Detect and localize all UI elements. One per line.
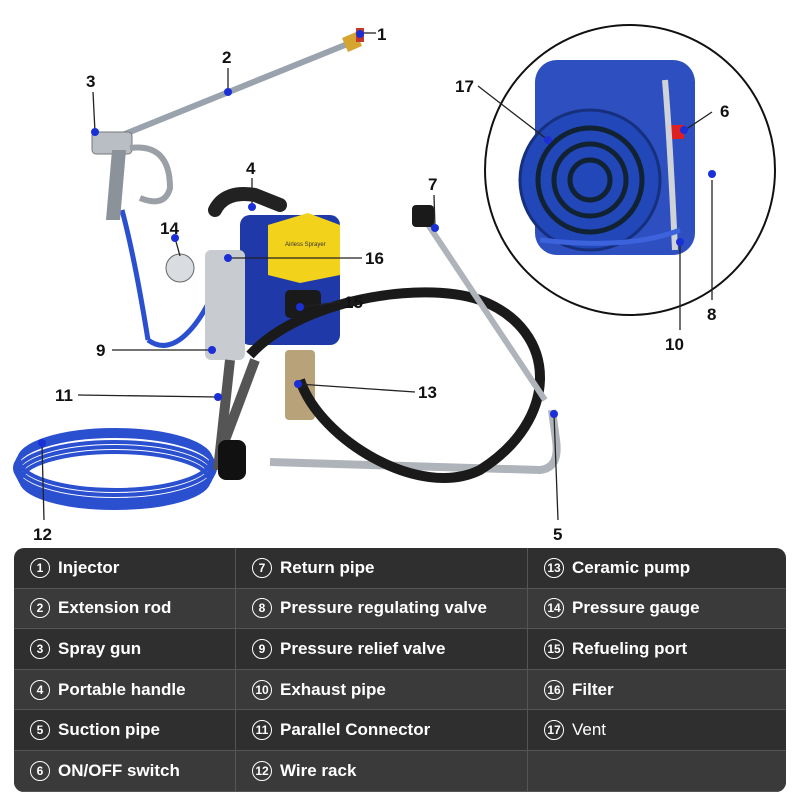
legend-empty-cell <box>528 750 786 792</box>
callout-3: 3 <box>86 72 95 91</box>
black-hose <box>246 287 545 483</box>
callout-2: 2 <box>222 48 231 67</box>
callout-7: 7 <box>428 175 437 194</box>
callout-6: 6 <box>720 102 729 121</box>
callout-1: 1 <box>377 25 386 44</box>
motor-inset <box>484 24 776 316</box>
callout-4: 4 <box>246 159 256 178</box>
gun-hose <box>119 209 151 341</box>
machine-body: Airless Sprayer <box>165 187 340 480</box>
callout-14: 14 <box>160 219 179 238</box>
callout-13: 13 <box>418 383 437 402</box>
callout-5: 5 <box>553 525 562 544</box>
hose-coil <box>13 428 217 510</box>
callout-12: 12 <box>33 525 52 544</box>
callout-11: 11 <box>55 386 73 405</box>
marker-dots <box>38 30 716 447</box>
suction-pipe-shape <box>269 409 561 475</box>
callout-16: 16 <box>365 249 384 268</box>
return-pipe-shape <box>422 218 548 402</box>
machine-label: Airless Sprayer <box>285 242 326 248</box>
callout-9: 9 <box>96 341 105 360</box>
callout-17: 17 <box>455 77 474 96</box>
callout-8: 8 <box>707 305 716 324</box>
callout-10: 10 <box>665 335 684 354</box>
callout-15: 15 <box>344 293 363 312</box>
leader-lines <box>41 32 713 521</box>
spray-gun-shape <box>91 131 174 220</box>
sprayer-diagram: Airless Sprayer <box>13 24 776 544</box>
